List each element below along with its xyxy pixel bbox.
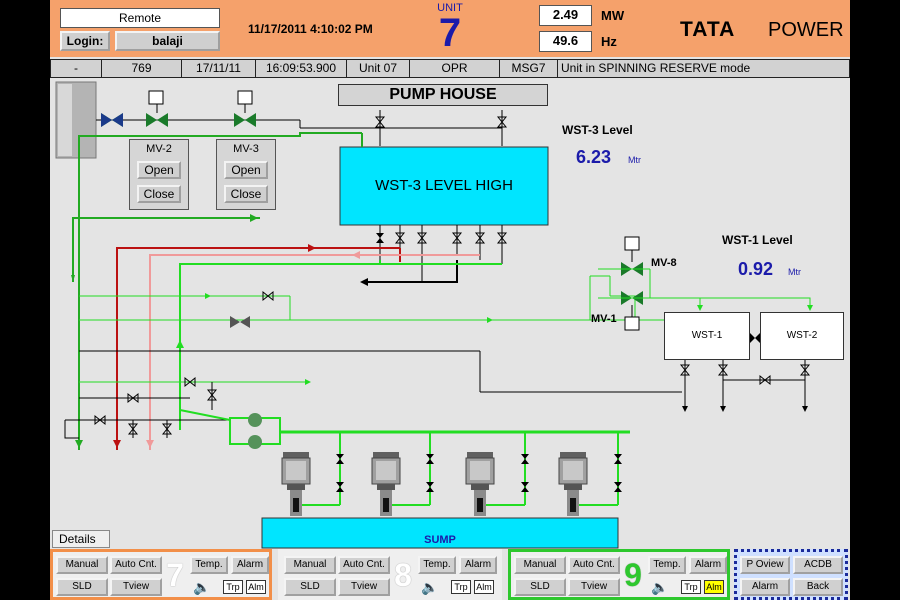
- pump-house-label: PUMP HOUSE: [338, 84, 548, 106]
- speaker-icon[interactable]: 🔈: [193, 579, 211, 595]
- sump-tank: [261, 517, 619, 549]
- status-date: 17/11/11: [182, 60, 256, 77]
- hz-value: 49.6: [539, 31, 592, 52]
- wst3-tank: [339, 146, 549, 226]
- login-button[interactable]: Login:: [60, 31, 110, 51]
- mv3-close-button[interactable]: Close: [224, 185, 268, 203]
- wst1-level-unit: Mtr: [788, 267, 801, 277]
- mv3-label: MV-3: [233, 143, 259, 155]
- wst3-level-value: 6.23: [576, 147, 612, 167]
- user-field: balaji: [115, 31, 220, 51]
- unit7-tview-button[interactable]: Tview: [110, 578, 162, 596]
- mw-unit: MW: [601, 8, 625, 23]
- unit8-sld-button[interactable]: SLD: [284, 578, 336, 596]
- mv2-panel: MV-2 Open Close: [129, 139, 189, 210]
- pump-2-icon: [371, 451, 401, 517]
- unit7-alarm-button[interactable]: Alarm: [231, 556, 269, 574]
- alarm-button[interactable]: Alarm: [740, 578, 790, 596]
- unit7-controls: Manual Auto Cnt. SLD Tview 7 Temp. Alarm…: [50, 549, 272, 600]
- mv2-label: MV-2: [146, 143, 172, 155]
- unit7-number: 7: [166, 557, 184, 593]
- unit8-tview-button[interactable]: Tview: [338, 578, 390, 596]
- mode-field: Remote: [60, 8, 220, 28]
- unit8-number: 8: [394, 557, 412, 593]
- status-text: Unit in SPINNING RESERVE mode: [561, 61, 751, 75]
- wst1-level-value: 0.92: [738, 259, 774, 279]
- mv2-valve-icon: [146, 113, 168, 127]
- unit9-tview-button[interactable]: Tview: [568, 578, 620, 596]
- speaker-icon[interactable]: 🔈: [421, 579, 439, 595]
- header-bar: Remote Login: balaji 11/17/2011 4:10:02 …: [50, 0, 850, 57]
- mv3-open-button[interactable]: Open: [224, 161, 268, 179]
- unit8-alarm-button[interactable]: Alarm: [459, 556, 497, 574]
- p-oview-button[interactable]: P Oview: [740, 556, 790, 574]
- status-msg: MSG7: [500, 60, 558, 77]
- unit7-manual-button[interactable]: Manual: [56, 556, 108, 574]
- unit8-autocnt-button[interactable]: Auto Cnt.: [338, 556, 390, 574]
- mv3-valve-icon: [234, 113, 256, 127]
- unit7-trp-indicator[interactable]: Trp: [223, 580, 243, 594]
- unit-number: 7: [438, 11, 462, 55]
- mv3-panel: MV-3 Open Close: [216, 139, 276, 210]
- unit9-alarm-button[interactable]: Alarm: [689, 556, 727, 574]
- tata-logo-sub: POWER: [768, 19, 844, 41]
- mv2-open-button[interactable]: Open: [137, 161, 181, 179]
- speaker-icon[interactable]: 🔈: [651, 579, 669, 595]
- unit9-trp-indicator[interactable]: Trp: [681, 580, 701, 594]
- pump-1-icon: [281, 451, 311, 517]
- piping-diagram: [55, 81, 813, 549]
- scada-screen: Remote Login: balaji 11/17/2011 4:10:02 …: [50, 0, 850, 600]
- unit8-trp-indicator[interactable]: Trp: [451, 580, 471, 594]
- status-type: OPR: [410, 60, 500, 77]
- wst3-level-unit: Mtr: [628, 155, 641, 165]
- status-dash: -: [51, 60, 102, 77]
- back-button[interactable]: Back: [793, 578, 843, 596]
- unit8-manual-button[interactable]: Manual: [284, 556, 336, 574]
- tata-logo: TATA: [680, 18, 736, 41]
- unit7-sld-button[interactable]: SLD: [56, 578, 108, 596]
- hz-unit: Hz: [601, 34, 617, 49]
- details-tab[interactable]: Details: [52, 530, 110, 548]
- unit9-temp-button[interactable]: Temp.: [648, 556, 686, 574]
- unit9-controls: Manual Auto Cnt. SLD Tview 9 Temp. Alarm…: [508, 549, 730, 600]
- unit7-autocnt-button[interactable]: Auto Cnt.: [110, 556, 162, 574]
- status-code: 769: [102, 60, 182, 77]
- pump-icon: [248, 413, 262, 427]
- alarm-status-bar[interactable]: - 769 17/11/11 16:09:53.900 Unit 07 OPR …: [50, 59, 850, 78]
- wst2-tank[interactable]: WST-2: [760, 312, 844, 360]
- unit9-alm-indicator[interactable]: Alm: [704, 580, 724, 594]
- wst1-tank[interactable]: WST-1: [664, 312, 750, 360]
- datetime-text: 11/17/2011 4:10:02 PM: [248, 22, 373, 36]
- wst3-level-title: WST-3 Level: [562, 123, 633, 137]
- overview-controls: P Oview ACDB Alarm Back: [734, 549, 848, 600]
- wst1-level-title: WST-1 Level: [722, 233, 793, 247]
- unit7-temp-button[interactable]: Temp.: [190, 556, 228, 574]
- unit9-sld-button[interactable]: SLD: [514, 578, 566, 596]
- sump-label: SUMP: [424, 534, 456, 546]
- unit9-manual-button[interactable]: Manual: [514, 556, 566, 574]
- unit8-alm-indicator[interactable]: Alm: [474, 580, 494, 594]
- wst3-alarm-text: WST-3 LEVEL HIGH: [375, 177, 513, 194]
- status-time: 16:09:53.900: [256, 60, 347, 77]
- unit9-number: 9: [624, 557, 642, 593]
- status-unit: Unit 07: [347, 60, 410, 77]
- pump-3-icon: [465, 451, 495, 517]
- unit7-alm-indicator[interactable]: Alm: [246, 580, 266, 594]
- unit8-controls: Manual Auto Cnt. SLD Tview 8 Temp. Alarm…: [278, 549, 502, 600]
- unit-label: UNIT: [437, 2, 463, 14]
- mv2-close-button[interactable]: Close: [137, 185, 181, 203]
- unit8-temp-button[interactable]: Temp.: [418, 556, 456, 574]
- mw-value: 2.49: [539, 5, 592, 26]
- unit9-autocnt-button[interactable]: Auto Cnt.: [568, 556, 620, 574]
- mv8-label: MV-8: [651, 257, 677, 269]
- mv1-label: MV-1: [591, 313, 617, 325]
- acdb-button[interactable]: ACDB: [793, 556, 843, 574]
- pump-4-icon: [558, 451, 588, 517]
